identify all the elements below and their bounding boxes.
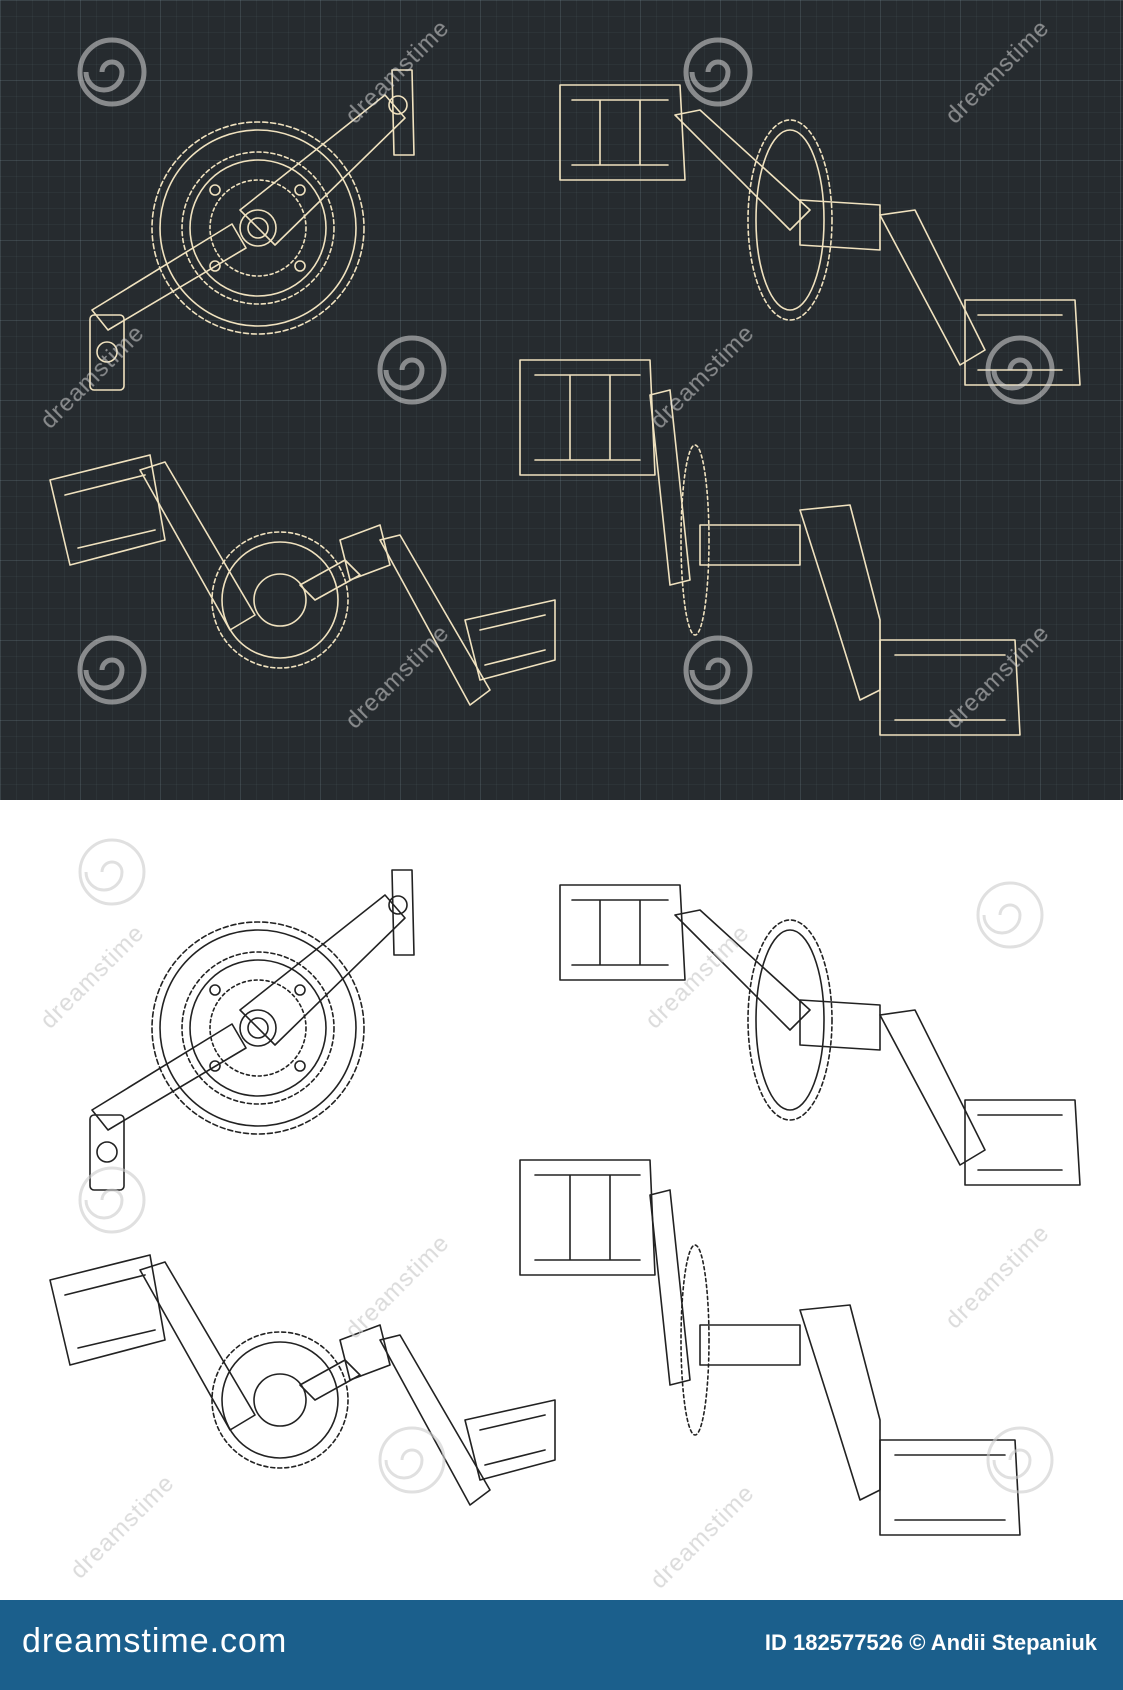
light-line-art-panel: dreamstime dreamstime dreamstime dreamst… — [0, 800, 1123, 1600]
watermark-text: dreamstime — [645, 1479, 760, 1594]
watermark-spiral-icon — [683, 37, 753, 107]
watermark-spiral-icon — [986, 1426, 1054, 1494]
footer-logo-text: dreamstime.com — [22, 1622, 288, 1660]
watermark-spiral-icon — [683, 635, 753, 705]
watermark-text: dreamstime — [35, 319, 150, 434]
dark-blueprint-panel: dreamstime dreamstime dreamstime dreamst… — [0, 0, 1123, 800]
watermark-text: dreamstime — [340, 1229, 455, 1344]
watermark-spiral-icon — [378, 1426, 446, 1494]
watermark-spiral-icon — [78, 838, 146, 906]
dark-drawings: dreamstime dreamstime dreamstime dreamst… — [35, 14, 1081, 736]
watermark-layer — [78, 838, 1054, 1494]
watermark-text: dreamstime — [940, 14, 1055, 129]
crank-assembly-bottom-right-drawing — [519, 1159, 1021, 1536]
crank-assembly-bottom-left-drawing — [49, 1254, 556, 1506]
crankset-top-left-drawing — [89, 69, 415, 391]
watermark-text: dreamstime — [65, 1469, 180, 1584]
watermark-text: dreamstime — [940, 619, 1055, 734]
crank-assembly-top-right-drawing — [559, 84, 1081, 386]
footer-credit-text: ID 182577526 © Andii Stepaniuk — [764, 1630, 1097, 1655]
watermark-spiral-icon — [77, 37, 147, 107]
watermark-text: dreamstime — [35, 919, 150, 1034]
light-drawings: dreamstime dreamstime dreamstime dreamst… — [35, 838, 1081, 1594]
watermark-text: dreamstime — [940, 1219, 1055, 1334]
crankset-top-left-drawing — [89, 869, 415, 1191]
watermark-spiral-icon — [985, 335, 1055, 405]
watermark-layer — [77, 37, 1055, 705]
watermark-spiral-icon — [78, 1166, 146, 1234]
watermark-text: dreamstime — [340, 619, 455, 734]
crank-assembly-bottom-left-drawing — [49, 454, 556, 706]
footer-bar: dreamstime.com ID 182577526 © Andii Step… — [0, 1600, 1123, 1690]
watermark-text: dreamstime — [645, 319, 760, 434]
watermark-spiral-icon — [377, 335, 447, 405]
crank-assembly-top-right-drawing — [559, 884, 1081, 1186]
watermark-text: dreamstime — [340, 14, 455, 129]
crank-assembly-bottom-right-drawing — [519, 359, 1021, 736]
watermark-spiral-icon — [976, 881, 1044, 949]
watermark-spiral-icon — [77, 635, 147, 705]
